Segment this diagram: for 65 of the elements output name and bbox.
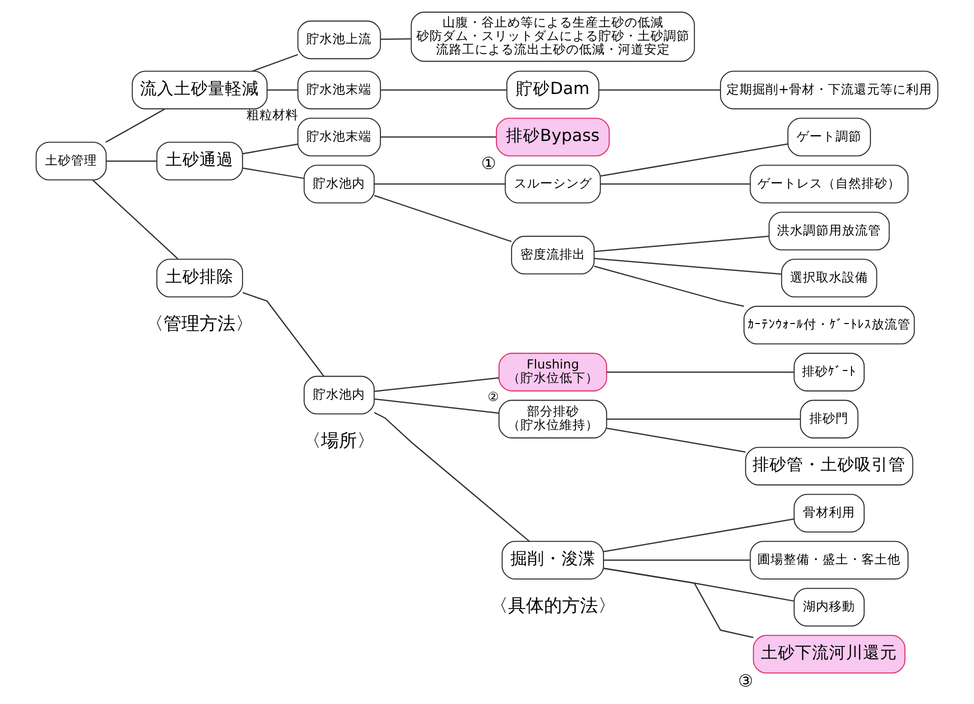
node-box: 骨材利用	[794, 494, 865, 532]
node-box: 貯砂Dam	[506, 70, 600, 110]
node-box: ｶｰﾃﾝｳｫｰﾙ付・ｹﾞｰﾄﾚｽ放流管	[744, 306, 915, 344]
node-box: 貯水池内	[304, 376, 375, 414]
node-box: 貯水池内	[304, 164, 375, 204]
connector	[603, 518, 794, 552]
connector	[594, 266, 744, 307]
connector	[600, 143, 788, 177]
node-label: ①	[481, 153, 496, 174]
connector	[598, 89, 720, 91]
node-box: 土砂管理	[36, 142, 107, 180]
connector	[604, 560, 750, 561]
node-box: 部分排砂 （貯水位維持）	[498, 400, 608, 438]
connector	[606, 418, 800, 420]
connector	[106, 160, 157, 162]
node-box: 流入土砂量軽減	[132, 70, 268, 110]
connector	[604, 568, 754, 638]
connector	[267, 89, 298, 91]
connector	[242, 292, 324, 376]
connector	[252, 54, 298, 72]
node-box: 洪水調節用放流管	[768, 212, 890, 250]
connector	[374, 398, 499, 414]
label: 〈具体的方法〉	[490, 596, 616, 616]
node-label: 粗粒材料	[246, 106, 298, 122]
connector	[242, 167, 304, 179]
connector	[374, 183, 506, 185]
connector	[600, 183, 750, 185]
node-box: 土砂排除	[156, 258, 244, 298]
node-box: 選択取水設備	[781, 258, 878, 298]
connector	[380, 38, 411, 40]
node-box: 貯水池上流	[297, 20, 381, 60]
node-box: 貯水池末端	[297, 118, 381, 156]
connector	[374, 412, 530, 542]
node-box: 貯水池末端	[297, 70, 381, 110]
node-box: 排砂門	[800, 400, 858, 438]
node-box: 排砂ｹﾞｰﾄ	[794, 352, 865, 392]
node-box: ゲート調節	[787, 118, 871, 156]
connector	[374, 194, 512, 242]
connector	[242, 143, 298, 154]
node-box: 掘削・浚渫	[502, 540, 604, 580]
node-box: Flushing （貯水位低下）	[498, 352, 608, 392]
label: 〈管理方法〉	[146, 314, 254, 334]
connector	[606, 428, 746, 453]
node-box: 土砂通過	[156, 142, 244, 180]
node-label: ③	[738, 670, 754, 690]
node-box: 山腹・谷止め等による生産土砂の低減 砂防ダム・スリットダムによる貯砂・土砂調節 流路工による流出土砂の低減・河道安定	[410, 12, 695, 62]
node-box: 土砂下流河川還元	[752, 634, 906, 674]
node-label: ②	[488, 388, 499, 404]
connector	[594, 236, 769, 252]
node-box: 圃場整備・盛土・客土他	[750, 540, 909, 580]
connector	[105, 108, 166, 143]
node-box: 密度流排出	[511, 236, 595, 274]
node-box: 排砂管・土砂吸引管	[745, 446, 914, 486]
connector	[92, 180, 178, 260]
label: 〈場所〉	[303, 431, 376, 452]
node-box: スルーシング	[504, 164, 601, 204]
connector	[380, 136, 496, 138]
node-box: 排砂Bypass	[496, 118, 610, 156]
connector	[380, 89, 506, 91]
connector	[374, 377, 499, 392]
node-box: 定期掘削+骨材・下流還元等に利用	[720, 70, 938, 110]
connector	[594, 258, 782, 275]
node-box: ゲートレス（自然排砂）	[750, 164, 909, 204]
connector	[606, 371, 794, 373]
node-box: 湖内移動	[794, 588, 865, 627]
